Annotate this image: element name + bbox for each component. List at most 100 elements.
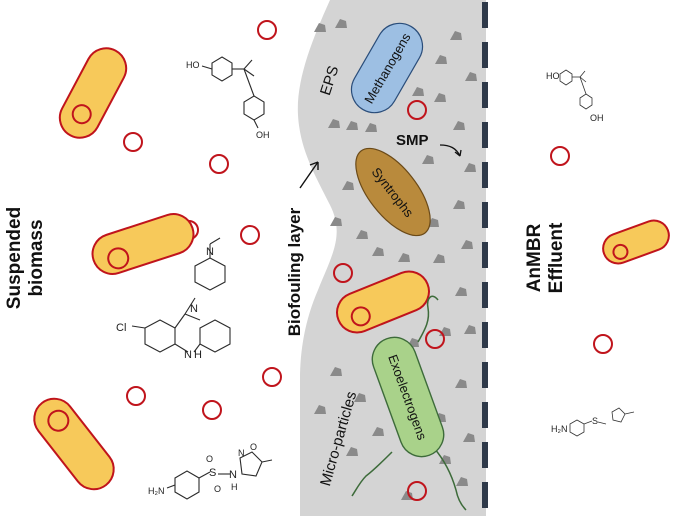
smp-particle bbox=[464, 163, 476, 172]
smp-particle bbox=[356, 230, 368, 239]
bacterium-4 bbox=[336, 270, 430, 334]
micro-particle-ring bbox=[209, 154, 229, 174]
micro-particle-ring bbox=[240, 225, 260, 245]
micro-particle-ring bbox=[550, 146, 570, 166]
smp-particle bbox=[422, 155, 434, 164]
membrane-segment bbox=[482, 162, 488, 188]
smp-particle bbox=[330, 367, 342, 376]
bacterium-5 bbox=[602, 219, 670, 265]
smp-particle bbox=[453, 200, 465, 209]
membrane-segment bbox=[482, 242, 488, 268]
membrane-segment bbox=[482, 322, 488, 348]
flagellum-top bbox=[417, 295, 439, 343]
bpa-small-ho-label: HO bbox=[546, 71, 560, 81]
smp-particle bbox=[372, 427, 384, 436]
membrane-segment bbox=[482, 82, 488, 108]
micro-particle-ring bbox=[262, 367, 282, 387]
smp-particle bbox=[346, 121, 358, 130]
flagellum-bottom-right bbox=[433, 447, 467, 511]
smx-small-h2n-label: H₂N bbox=[551, 424, 568, 434]
membrane-segment bbox=[482, 122, 488, 148]
smp-particle bbox=[314, 23, 326, 32]
biofilm-layer bbox=[297, 0, 486, 516]
bpa-oh-label: OH bbox=[256, 130, 270, 140]
smp-particle bbox=[453, 121, 465, 130]
smx-o2-label: O bbox=[214, 484, 221, 494]
micro-particle-ring bbox=[407, 481, 427, 501]
smp-particle bbox=[412, 87, 424, 96]
micro-particle-ring bbox=[202, 400, 222, 420]
smp-particle bbox=[456, 477, 468, 486]
smp-label: SMP bbox=[396, 132, 429, 149]
bacterium-2 bbox=[91, 213, 195, 275]
bpa-small-oh-label: OH bbox=[590, 113, 604, 123]
membrane-segment bbox=[482, 442, 488, 468]
smp-particle bbox=[465, 72, 477, 81]
smp-particle bbox=[434, 93, 446, 102]
smp-arrow bbox=[439, 144, 462, 157]
syntrophs-cell: Syntrophs bbox=[355, 147, 431, 237]
smx-h-label: H bbox=[231, 482, 238, 492]
smp-particle bbox=[433, 254, 445, 263]
micro-particle-ring bbox=[333, 263, 353, 283]
smp-particle bbox=[346, 447, 358, 456]
membrane bbox=[482, 2, 488, 508]
membrane-segment bbox=[482, 2, 488, 28]
clozapine-n-ring-label: N bbox=[190, 303, 198, 315]
micro-particle-ring bbox=[123, 132, 143, 152]
smx-n-label: N bbox=[238, 448, 245, 458]
micro-particle-rings bbox=[123, 20, 613, 501]
smp-particle bbox=[314, 405, 326, 414]
smx-o1-label: O bbox=[206, 454, 213, 464]
micro-particle-ring bbox=[407, 100, 427, 120]
micro-particle-ring bbox=[257, 20, 277, 40]
micro-particle-ring bbox=[593, 334, 613, 354]
smp-particle bbox=[455, 379, 467, 388]
smp-particle bbox=[365, 123, 377, 132]
smp-particle bbox=[435, 55, 447, 64]
micro-particle-ring bbox=[425, 329, 445, 349]
membrane-segment bbox=[482, 282, 488, 308]
smp-particle bbox=[450, 31, 462, 40]
anmbr-label-line1: AnMBR bbox=[524, 223, 545, 292]
membrane-segment bbox=[482, 202, 488, 228]
smx-h2n-label: H₂N bbox=[148, 486, 165, 496]
sulfamethoxazole-structure-large: H₂N S O O N H N O bbox=[148, 442, 273, 500]
smp-particle bbox=[439, 455, 451, 464]
clozapine-nh-label: N bbox=[184, 349, 192, 361]
biofouling-arrow bbox=[299, 161, 319, 189]
membrane-segment bbox=[482, 362, 488, 388]
smp-particle bbox=[464, 325, 476, 334]
smp-particle bbox=[342, 181, 354, 190]
smp-particle bbox=[455, 287, 467, 296]
smp-particle bbox=[372, 247, 384, 256]
smp-particle bbox=[330, 217, 342, 226]
micro-particle-ring bbox=[126, 386, 146, 406]
bacterium-3 bbox=[33, 397, 115, 491]
smx-s-label: S bbox=[209, 467, 216, 479]
smp-particle bbox=[335, 19, 347, 28]
membrane-segment bbox=[482, 402, 488, 428]
biofouling-layer-label: Biofouling layer bbox=[285, 207, 304, 336]
membrane-segment bbox=[482, 482, 488, 508]
smx-nh-label: N bbox=[229, 469, 237, 481]
smp-particle bbox=[328, 119, 340, 128]
clozapine-n-methyl-label: N bbox=[206, 246, 214, 258]
smx-o-label: O bbox=[250, 442, 257, 452]
smx-small-s-label: S bbox=[592, 416, 598, 426]
suspended-biomass-line2: biomass bbox=[26, 219, 47, 296]
smp-particle bbox=[354, 393, 366, 402]
clozapine-h-label: H bbox=[194, 349, 202, 361]
anmbr-label-line2: Effluent bbox=[546, 222, 567, 293]
bisphenol-a-structure-large: HO OH bbox=[186, 56, 270, 140]
bpa-ho-label: HO bbox=[186, 60, 200, 70]
smp-particle bbox=[398, 253, 410, 262]
suspended-biomass-line1: Suspended bbox=[4, 207, 25, 309]
bisphenol-a-structure-small: HO OH bbox=[546, 69, 604, 123]
bacterium-1 bbox=[58, 47, 128, 139]
smp-particle bbox=[463, 433, 475, 442]
clozapine-structure: N Cl N N H bbox=[116, 237, 231, 361]
sulfamethoxazole-structure-small: H₂N S bbox=[551, 407, 635, 437]
